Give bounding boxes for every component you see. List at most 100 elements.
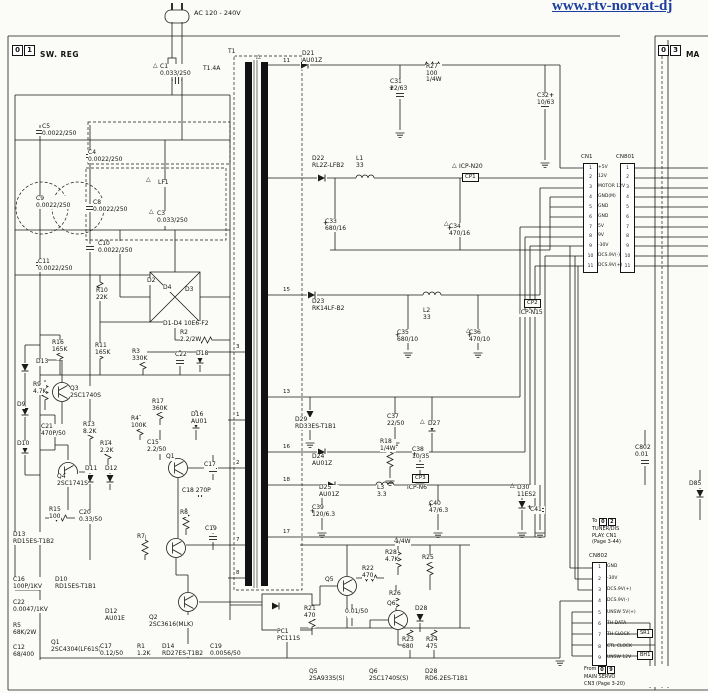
polarity-plus-mark: + bbox=[447, 225, 453, 232]
cn1-pin-number: 7 bbox=[589, 224, 592, 230]
component-label-c17: C17 bbox=[204, 461, 216, 469]
component-label-d12: D12 bbox=[105, 465, 118, 473]
component-label-r8: R8 bbox=[180, 509, 188, 517]
cn802-pin-number: 9 bbox=[598, 656, 601, 662]
section-number-box: 0 bbox=[598, 518, 607, 526]
cn802-pin-label: DCS.9V(+) bbox=[607, 587, 632, 593]
cn801-pin-number: 3 bbox=[626, 185, 629, 191]
to-note-line: PLAY. CN1 bbox=[592, 532, 617, 539]
cn801-pin-number: 5 bbox=[626, 204, 629, 210]
section-number-box: 9 bbox=[606, 666, 615, 674]
cn1-pin-label: 9V bbox=[598, 233, 604, 239]
to-word: To bbox=[592, 518, 598, 524]
cn1-pin-number: 1 bbox=[589, 165, 592, 171]
connector-cn1-name: CN1 bbox=[581, 154, 593, 160]
cn1-pin-number: 11 bbox=[587, 263, 594, 269]
cn801-pin-number: 4 bbox=[626, 195, 629, 201]
component-label-c41: C41 bbox=[530, 506, 542, 514]
polarity-plus-mark: + bbox=[412, 451, 418, 458]
section-number-box: 2 bbox=[607, 518, 616, 526]
polarity-plus-mark: + bbox=[323, 220, 329, 227]
polarity-plus-mark: + bbox=[310, 508, 316, 515]
from-note-line: MAIN SERVO bbox=[584, 674, 616, 680]
transformer-pin-16: 16 bbox=[283, 444, 290, 450]
cn1-pin-number: 5 bbox=[589, 204, 592, 210]
component-label-d4: D4 bbox=[163, 284, 172, 292]
cn802-pin-number: 7 bbox=[598, 633, 601, 639]
cn1-pin-label: -30V bbox=[598, 243, 609, 249]
polarity-plus-mark: + bbox=[549, 92, 555, 99]
cn1-pin-label: +5V bbox=[598, 164, 608, 170]
component-label-c18270p: C18 270P bbox=[182, 487, 211, 495]
warning-triangle-icon: △ bbox=[146, 176, 151, 183]
transformer-pin-15: 15 bbox=[283, 287, 290, 293]
component-label-14w: 1/4W bbox=[395, 538, 411, 546]
section-number-box: 0 bbox=[658, 45, 669, 56]
transformer-pin-13: 13 bbox=[283, 389, 290, 395]
warning-triangle-icon: △ bbox=[256, 53, 261, 60]
component-label-d2: D2 bbox=[147, 277, 156, 285]
cn802-pin-label: TH DATA bbox=[607, 621, 627, 627]
watermark-link[interactable]: www.rtv-norvat-dj bbox=[552, 0, 673, 14]
component-label-t1: T1 bbox=[228, 48, 236, 56]
cp-box-cp2: CP2 bbox=[524, 299, 541, 308]
component-label-d28: D28 bbox=[415, 605, 428, 613]
cn802-pin-number: 3 bbox=[598, 588, 601, 594]
component-label-r25: R25 bbox=[422, 554, 434, 562]
cn1-pin-number: 8 bbox=[589, 234, 592, 240]
cn801-pin-number: 1 bbox=[626, 165, 629, 171]
section-number-box: 1 bbox=[24, 45, 35, 56]
ext-box-bh1: BH1 bbox=[637, 651, 654, 660]
cn1-pin-label: MOTOR 12V bbox=[598, 184, 626, 190]
cn1-pin-number: 4 bbox=[589, 195, 592, 201]
cn801-pin-number: 11 bbox=[624, 263, 631, 269]
connector-cn802-name: CN802 bbox=[589, 553, 608, 559]
warning-triangle-icon: △ bbox=[420, 418, 425, 425]
component-label-d27: D27 bbox=[428, 420, 441, 428]
to-note-line: (Page 3-44) bbox=[592, 539, 621, 545]
warning-triangle-icon: △ bbox=[153, 62, 158, 69]
cn801-pin-number: 7 bbox=[626, 224, 629, 230]
ext-box-sr1: SR1 bbox=[637, 629, 653, 638]
warning-triangle-icon: △ bbox=[394, 536, 399, 543]
component-label-d11: D11 bbox=[85, 465, 98, 473]
cn802-pin-label: GND bbox=[607, 564, 618, 570]
component-label-00150: 0.01/50 bbox=[345, 608, 369, 616]
transformer-pin-1: 1 bbox=[236, 412, 240, 418]
cn1-pin-label: 12V bbox=[598, 174, 607, 180]
